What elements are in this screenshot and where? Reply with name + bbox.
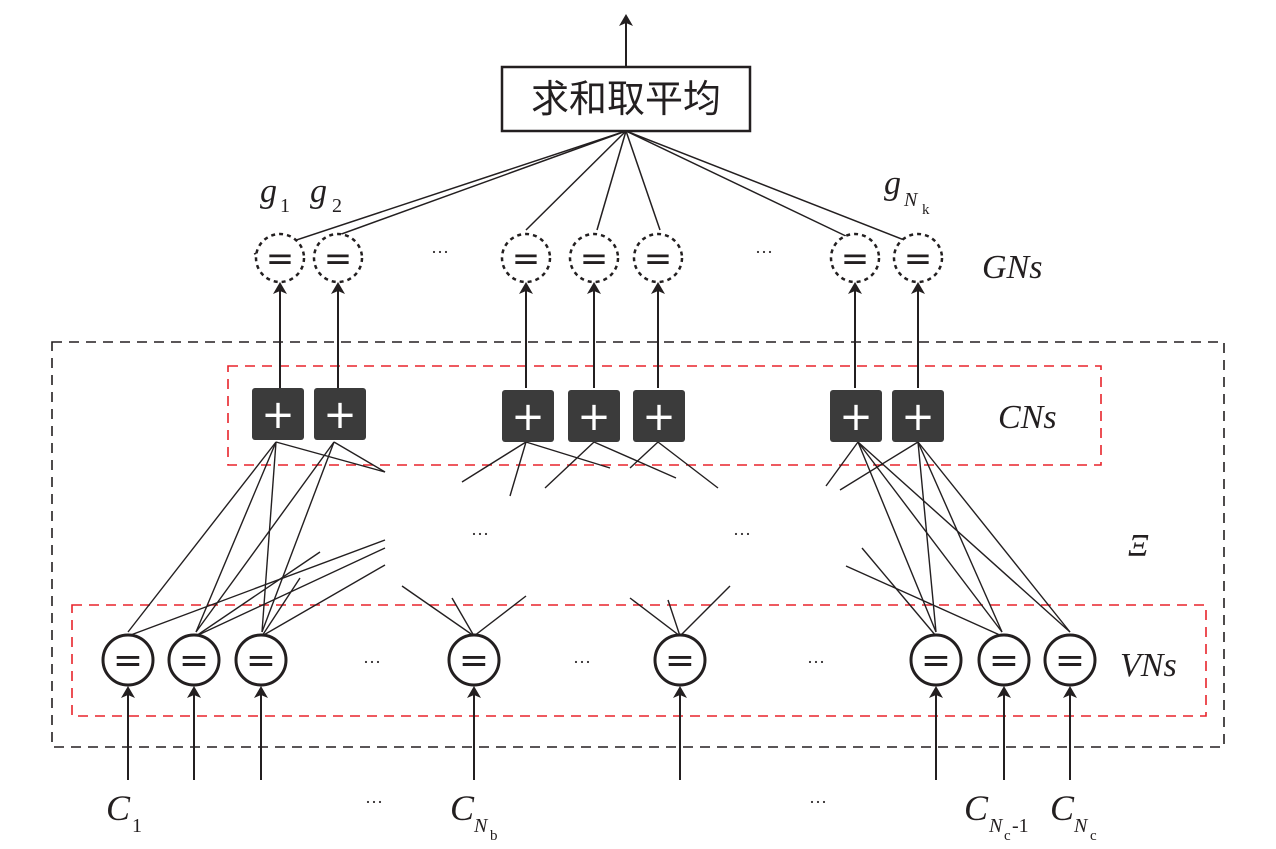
c-label-cnc: C N c (1050, 788, 1097, 844)
svg-text:+: + (511, 394, 545, 440)
svg-text:N: N (903, 189, 919, 211)
gn-node: = (254, 232, 306, 284)
vn-node: = (1043, 633, 1097, 687)
vn-node: = (167, 633, 221, 687)
vn-node: = (101, 633, 155, 687)
vn-ellipsis-1: ··· (363, 652, 381, 672)
vns-label: VNs (1120, 647, 1177, 684)
svg-text:b: b (490, 828, 498, 844)
c-label-c1: C 1 (106, 788, 142, 837)
cn-node: + (252, 388, 304, 440)
svg-text:c: c (1090, 828, 1097, 844)
cn-node: + (314, 388, 366, 440)
svg-text:+: + (901, 394, 935, 440)
gn-ellipsis-2: ··· (755, 242, 773, 262)
vn-node: = (909, 633, 963, 687)
cn-node: + (633, 390, 685, 442)
svg-text:+: + (642, 394, 676, 440)
gn-node: = (312, 232, 364, 284)
svg-text:k: k (922, 202, 930, 218)
input-arrows (121, 686, 1077, 780)
svg-text:g: g (260, 173, 277, 210)
vn-ellipsis-2: ··· (573, 652, 591, 672)
svg-text:N: N (988, 815, 1004, 837)
c-ellipsis-2: ··· (809, 792, 827, 812)
svg-text:C: C (1050, 788, 1075, 828)
gn-to-output-lines (253, 130, 941, 255)
vn-node: = (977, 633, 1031, 687)
svg-text:2: 2 (332, 195, 342, 217)
svg-text:=: = (1055, 640, 1085, 681)
svg-text:+: + (839, 394, 873, 440)
vn-node: = (234, 633, 288, 687)
svg-text:+: + (577, 394, 611, 440)
svg-text:=: = (989, 640, 1019, 681)
gn-node: = (892, 232, 944, 284)
gn-node: = (829, 232, 881, 284)
svg-text:=: = (324, 239, 353, 279)
c-label-cnc-1: C N c -1 (964, 788, 1029, 844)
svg-text:=: = (580, 239, 609, 279)
c-ellipsis-1: ··· (365, 792, 383, 812)
cn-to-gn-arrows (273, 282, 925, 388)
gn-node: = (500, 232, 552, 284)
svg-text:=: = (841, 239, 870, 279)
svg-text:=: = (904, 239, 933, 279)
gn-nodes: = = = = = = = (254, 232, 944, 284)
svg-text:=: = (512, 239, 541, 279)
cn-nodes: + + + + + + + (252, 388, 944, 442)
output-box-label: 求和取平均 (531, 77, 721, 121)
xi-label: Ξ (1128, 527, 1149, 563)
vn-node: = (447, 633, 501, 687)
gn-node: = (632, 232, 684, 284)
output-box: 求和取平均 (500, 65, 752, 133)
cn-node: + (892, 390, 944, 442)
cns-label: CNs (998, 399, 1057, 436)
cn-node: + (502, 390, 554, 442)
xi-ellipsis-2: ··· (733, 524, 751, 544)
svg-text:g: g (884, 165, 901, 202)
svg-text:=: = (644, 239, 673, 279)
gn-label-gnk: g N k (884, 165, 930, 218)
svg-text:=: = (246, 640, 276, 681)
svg-text:=: = (665, 640, 695, 681)
vn-nodes: = = = = = = = = (101, 633, 1097, 687)
c-label-cnb: C N b (450, 788, 498, 844)
xi-region-box (51, 341, 1225, 748)
svg-text:g: g (310, 173, 327, 210)
svg-text:=: = (921, 640, 951, 681)
svg-text:N: N (1073, 815, 1089, 837)
svg-text:=: = (179, 640, 209, 681)
gn-ellipsis-1: ··· (431, 242, 449, 262)
gn-node: = (568, 232, 620, 284)
vn-ellipsis-3: ··· (807, 652, 825, 672)
cn-node: + (830, 390, 882, 442)
gn-label-g2: g 2 (310, 173, 342, 217)
svg-text:c: c (1004, 828, 1011, 844)
cn-region-box (227, 365, 1102, 466)
svg-text:+: + (261, 392, 295, 438)
svg-text:1: 1 (132, 815, 142, 837)
interleaver-edges (127, 441, 1071, 637)
vn-node: = (653, 633, 707, 687)
svg-text:1: 1 (280, 195, 290, 217)
svg-text:N: N (473, 815, 489, 837)
gn-label-g1: g 1 (260, 173, 290, 217)
cn-node: + (568, 390, 620, 442)
svg-text:+: + (323, 392, 357, 438)
svg-text:C: C (450, 788, 475, 828)
gns-label: GNs (982, 249, 1042, 286)
svg-text:=: = (266, 239, 295, 279)
svg-text:=: = (113, 640, 143, 681)
xi-ellipsis-1: ··· (471, 524, 489, 544)
svg-text:C: C (106, 788, 131, 828)
svg-text:-1: -1 (1012, 815, 1029, 837)
svg-text:=: = (459, 640, 489, 681)
svg-text:C: C (964, 788, 989, 828)
